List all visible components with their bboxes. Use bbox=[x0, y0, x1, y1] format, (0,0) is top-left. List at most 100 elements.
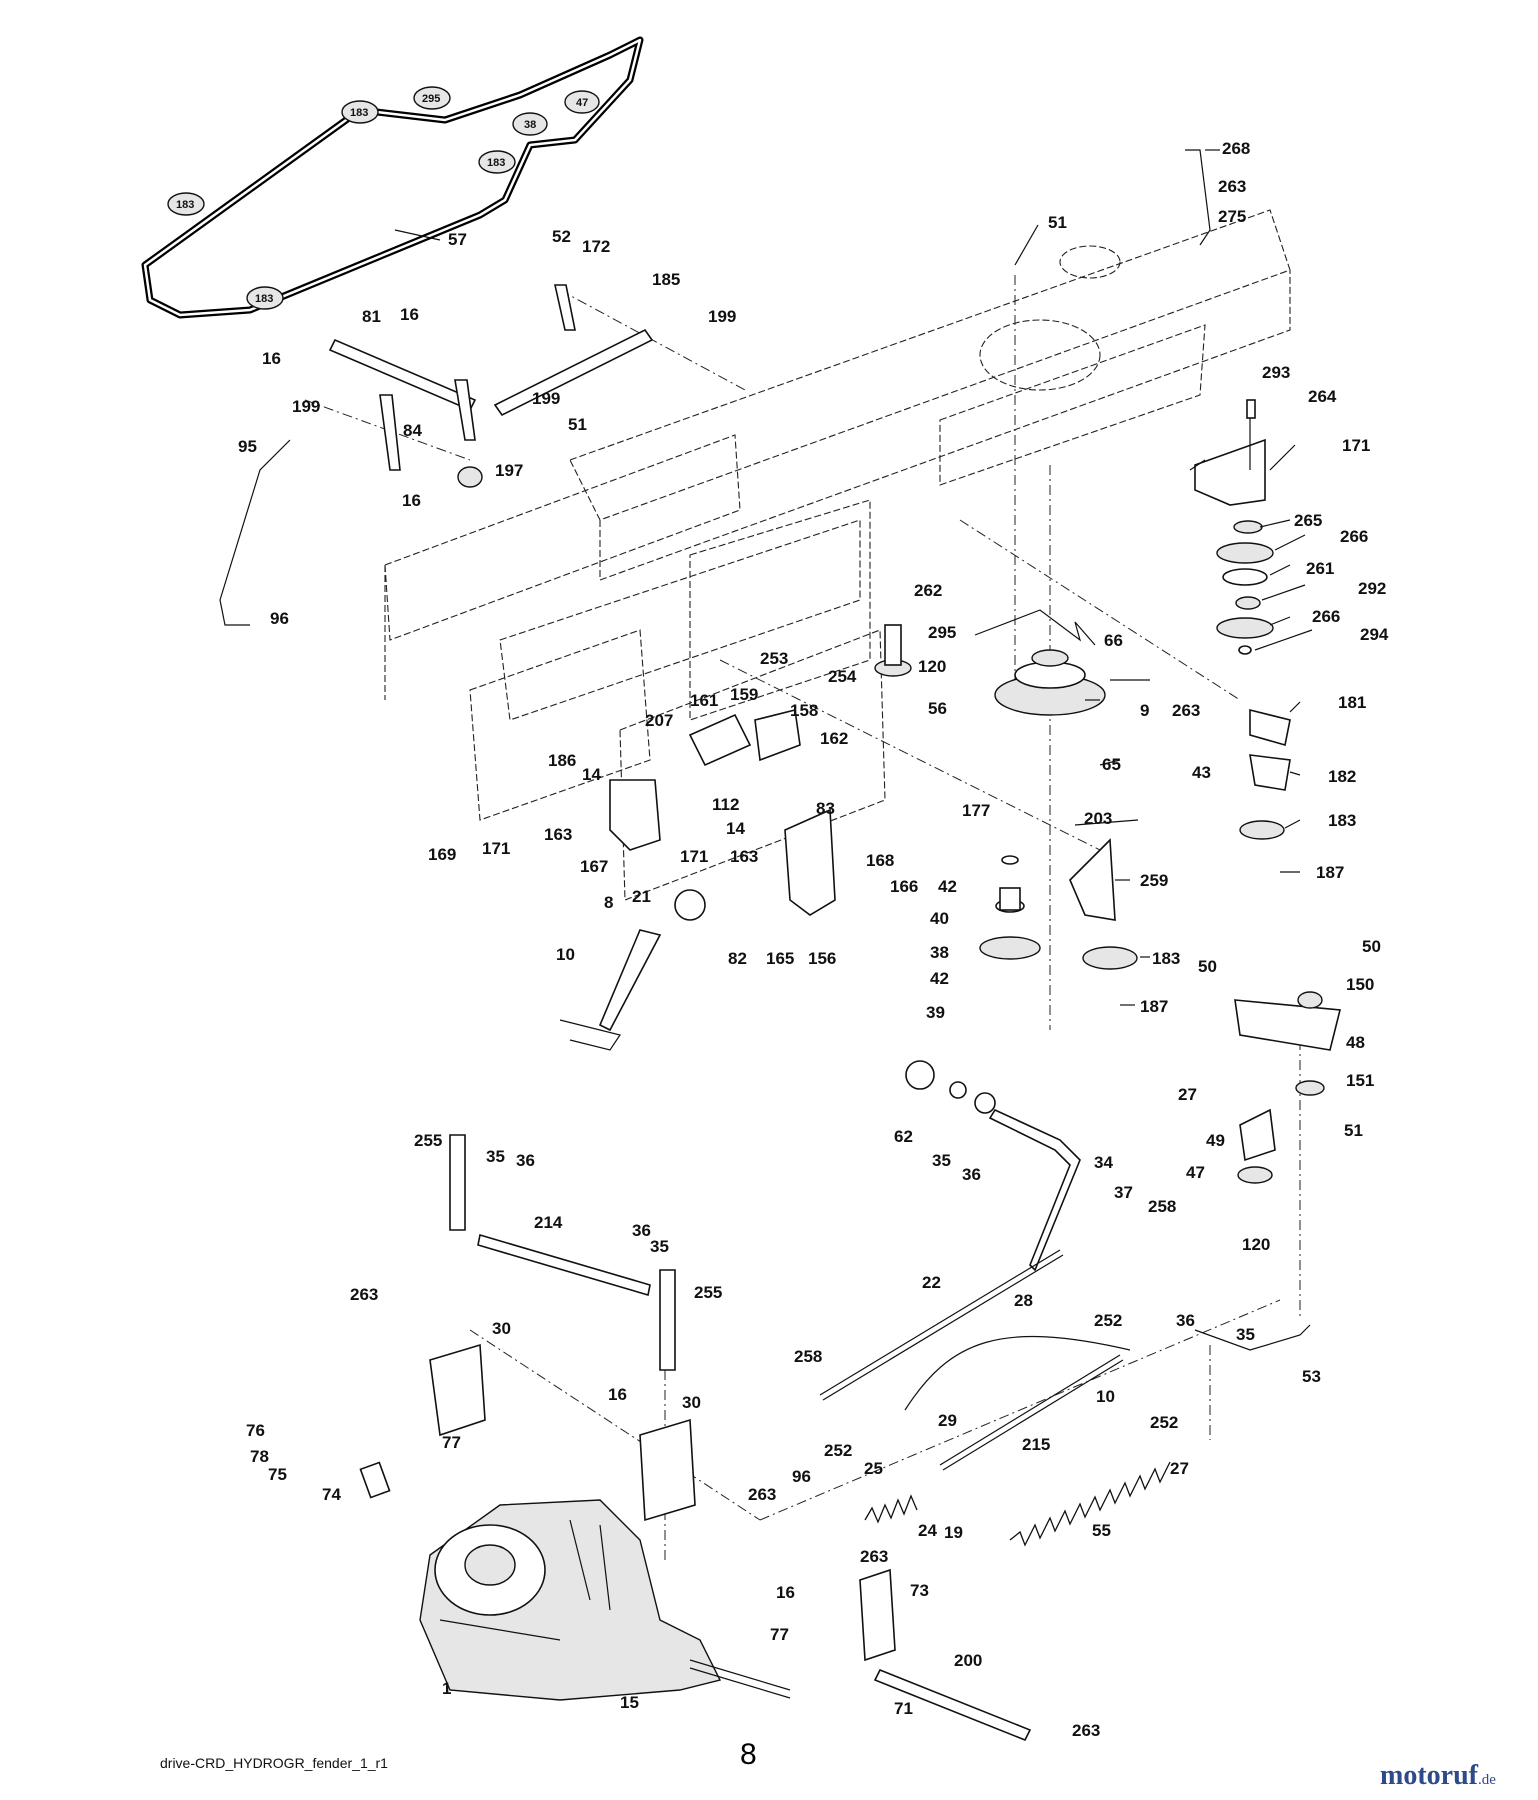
callout-199c: 199 bbox=[292, 397, 320, 416]
callout-47: 47 bbox=[1186, 1163, 1205, 1182]
callout-37: 37 bbox=[1114, 1183, 1133, 1202]
callout-183: 183 bbox=[1328, 811, 1356, 830]
callout-112: 112 bbox=[712, 795, 739, 814]
callout-203: 203 bbox=[1084, 809, 1112, 828]
drawing-code: drive-CRD_HYDROGR_fender_1_r1 bbox=[160, 1755, 388, 1771]
lift-rod-95 bbox=[219, 439, 291, 626]
callout-16: 16 bbox=[400, 305, 419, 324]
callout-35d: 35 bbox=[1236, 1325, 1255, 1344]
callout-295: 295 bbox=[928, 623, 956, 642]
callout-167: 167 bbox=[580, 857, 608, 876]
callout-262: 262 bbox=[914, 581, 942, 600]
callout-30b: 30 bbox=[682, 1393, 701, 1412]
callout-120: 120 bbox=[918, 657, 946, 676]
belt-badge-5: 183 bbox=[478, 150, 516, 174]
callout-42b: 42 bbox=[930, 969, 949, 988]
callout-36d: 36 bbox=[1176, 1311, 1195, 1330]
callout-14: 14 bbox=[582, 765, 601, 784]
callout-57: 57 bbox=[448, 230, 467, 249]
callout-252: 252 bbox=[1094, 1311, 1122, 1330]
brand-logo[interactable]: motoruf.de bbox=[1380, 1760, 1496, 1792]
callout-200: 200 bbox=[954, 1651, 982, 1670]
transmission-1 bbox=[419, 1499, 791, 1701]
belt-badge-6: 183 bbox=[167, 192, 205, 216]
callout-21: 21 bbox=[632, 887, 651, 906]
callout-66: 66 bbox=[1104, 631, 1123, 650]
callout-263f: 263 bbox=[1072, 1721, 1100, 1740]
callout-29: 29 bbox=[938, 1411, 957, 1430]
callout-168: 168 bbox=[866, 851, 894, 870]
callout-275: 275 bbox=[1218, 207, 1246, 226]
callout-263b: 263 bbox=[1172, 701, 1200, 720]
callout-199b: 199 bbox=[532, 389, 560, 408]
callout-35c: 35 bbox=[650, 1237, 669, 1256]
svg-text:183: 183 bbox=[350, 107, 368, 119]
callout-16c: 16 bbox=[402, 491, 421, 510]
callout-16d: 16 bbox=[608, 1385, 627, 1404]
svg-text:38: 38 bbox=[524, 119, 536, 131]
callout-199: 199 bbox=[708, 307, 736, 326]
callout-28: 28 bbox=[1014, 1291, 1033, 1310]
callout-255: 255 bbox=[414, 1131, 442, 1150]
callout-159: 159 bbox=[730, 685, 758, 704]
svg-text:295: 295 bbox=[422, 93, 440, 105]
pulley-183-center bbox=[1069, 838, 1138, 970]
callout-187b: 187 bbox=[1140, 997, 1168, 1016]
callout-10: 10 bbox=[556, 945, 575, 964]
belt-badge-1: 183 bbox=[341, 100, 379, 124]
knob-21 bbox=[674, 889, 706, 921]
belt-badge-4: 38 bbox=[512, 112, 548, 136]
callout-163: 163 bbox=[544, 825, 572, 844]
callout-14b: 14 bbox=[726, 819, 745, 838]
callout-34: 34 bbox=[1094, 1153, 1113, 1172]
callout-1: 1 bbox=[442, 1679, 451, 1698]
callout-182: 182 bbox=[1328, 767, 1356, 786]
callout-labels: 57 268 263 275 51 52 172 185 199 16 81 1… bbox=[238, 139, 1389, 1740]
callout-56: 56 bbox=[928, 699, 947, 718]
callout-55: 55 bbox=[1092, 1521, 1111, 1540]
callout-82: 82 bbox=[728, 949, 747, 968]
callout-43: 43 bbox=[1192, 763, 1211, 782]
callout-293: 293 bbox=[1262, 363, 1290, 382]
callout-183b: 183 bbox=[1152, 949, 1180, 968]
svg-text:47: 47 bbox=[576, 97, 588, 109]
callout-165: 165 bbox=[766, 949, 794, 968]
pulley-295 bbox=[874, 624, 912, 677]
pulley-183-right bbox=[1239, 708, 1291, 840]
rod-215 bbox=[939, 1354, 1124, 1471]
callout-268: 268 bbox=[1222, 139, 1250, 158]
callout-177: 177 bbox=[962, 801, 990, 820]
callout-185: 185 bbox=[652, 270, 680, 289]
rod-53 bbox=[1194, 1324, 1311, 1351]
callout-81: 81 bbox=[362, 307, 381, 326]
callout-253: 253 bbox=[760, 649, 788, 668]
callout-96b: 96 bbox=[792, 1467, 811, 1486]
callout-36: 36 bbox=[962, 1165, 981, 1184]
link-185 bbox=[493, 284, 654, 417]
callout-169: 169 bbox=[428, 845, 456, 864]
callout-265: 265 bbox=[1294, 511, 1322, 530]
pulley-197 bbox=[457, 466, 483, 488]
callout-266b: 266 bbox=[1312, 607, 1340, 626]
callout-71: 71 bbox=[894, 1699, 913, 1718]
callout-163b: 163 bbox=[730, 847, 758, 866]
callout-171b: 171 bbox=[680, 847, 708, 866]
callout-261: 261 bbox=[1306, 559, 1334, 578]
callout-171c: 171 bbox=[482, 839, 510, 858]
callout-78: 78 bbox=[250, 1447, 269, 1466]
callout-8: 8 bbox=[604, 893, 613, 912]
callout-30: 30 bbox=[492, 1319, 511, 1338]
callout-156: 156 bbox=[808, 949, 836, 968]
spacer-74 bbox=[359, 1461, 391, 1499]
callout-53: 53 bbox=[1302, 1367, 1321, 1386]
brand-name: motoruf bbox=[1380, 1760, 1478, 1791]
callout-51b: 51 bbox=[568, 415, 587, 434]
callout-50b: 50 bbox=[1362, 937, 1381, 956]
callout-50: 50 bbox=[1198, 957, 1217, 976]
callout-215: 215 bbox=[1022, 1435, 1050, 1454]
brand-tld: .de bbox=[1477, 1772, 1496, 1788]
callout-166: 166 bbox=[890, 877, 918, 896]
drive-belt bbox=[141, 36, 644, 319]
callout-36b: 36 bbox=[516, 1151, 535, 1170]
